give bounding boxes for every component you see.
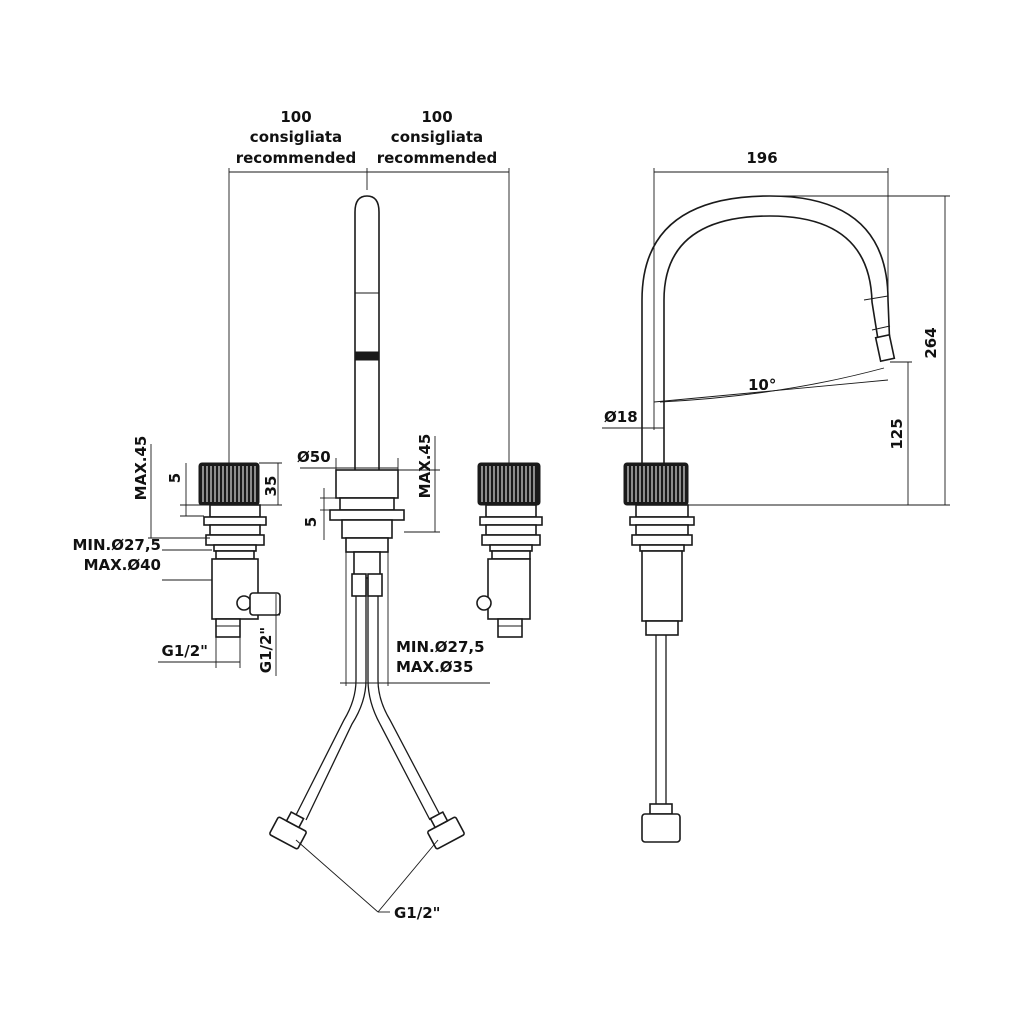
right-valve bbox=[476, 462, 543, 638]
dimension-center: Ø50 5 MAX.45 MIN.Ø27,5 MAX.Ø35 G1/2" bbox=[295, 434, 490, 922]
spout-angle: 10° bbox=[748, 376, 776, 394]
thread-hoses: G1/2" bbox=[394, 904, 440, 922]
flange-center: 5 bbox=[302, 517, 320, 527]
knob-height: 35 bbox=[262, 476, 280, 497]
thread-left-v: G1/2" bbox=[257, 627, 275, 673]
max-deck-left: MAX.45 bbox=[132, 436, 150, 501]
height-total: 264 bbox=[922, 327, 940, 358]
hole-min-center: MIN.Ø27,5 bbox=[396, 638, 485, 656]
spacing-right-value: 100 bbox=[421, 108, 452, 126]
spacing-left-value: 100 bbox=[280, 108, 311, 126]
side-view-spout bbox=[623, 195, 896, 843]
left-valve bbox=[198, 462, 281, 638]
spacing-left-en: recommended bbox=[236, 149, 357, 167]
dimension-spacing: 100 consigliata recommended 100 consigli… bbox=[228, 108, 510, 463]
dimension-side-view: 196 264 125 10° Ø18 bbox=[602, 149, 950, 506]
body-diameter: Ø50 bbox=[297, 448, 331, 466]
center-spout bbox=[269, 195, 465, 850]
hole-max-center: MAX.Ø35 bbox=[396, 658, 473, 676]
spacing-left-it: consigliata bbox=[250, 128, 342, 146]
spout-diameter: Ø18 bbox=[604, 408, 638, 426]
dimension-left-valve: MAX.45 5 35 MIN.Ø27,5 MAX.Ø40 G1/2" G1/2… bbox=[72, 436, 282, 676]
flange-left: 5 bbox=[166, 473, 184, 483]
right-knurled-knob bbox=[477, 462, 541, 506]
reach: 196 bbox=[746, 149, 777, 167]
left-knurled-knob bbox=[198, 462, 260, 506]
thread-left-h: G1/2" bbox=[162, 642, 208, 660]
spacing-right-it: consigliata bbox=[391, 128, 483, 146]
max-deck-center: MAX.45 bbox=[416, 434, 434, 499]
hole-min-left: MIN.Ø27,5 bbox=[72, 536, 161, 554]
height-outlet: 125 bbox=[888, 418, 906, 449]
spacing-right-en: recommended bbox=[377, 149, 498, 167]
hole-max-left: MAX.Ø40 bbox=[84, 556, 161, 574]
